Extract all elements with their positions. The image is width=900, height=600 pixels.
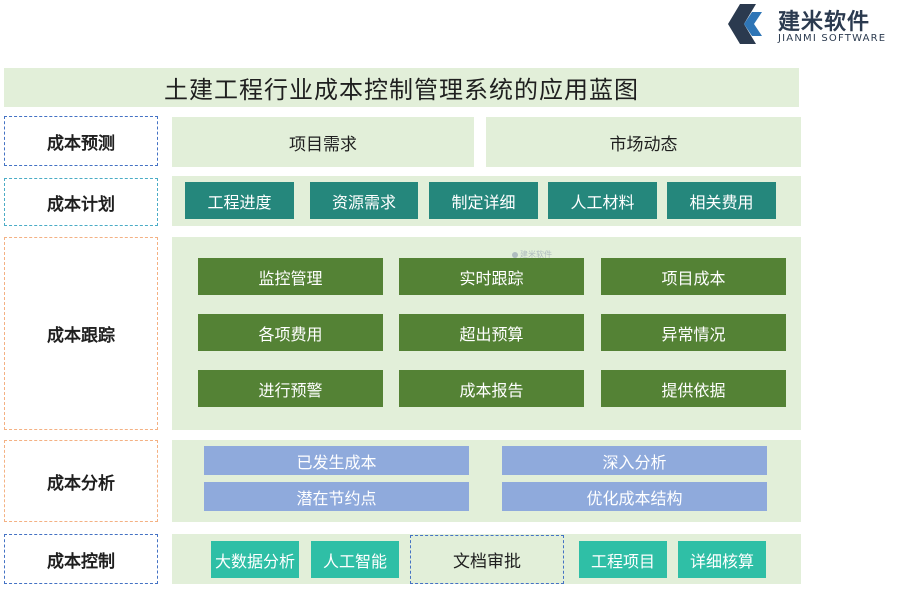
plan-panel: 工程进度 资源需求 制定详细 人工材料 相关费用 bbox=[172, 176, 801, 226]
row-label-forecast: 成本预测 bbox=[4, 116, 158, 166]
control-item: 人工智能 bbox=[311, 541, 399, 578]
tracking-item: 项目成本 bbox=[601, 258, 786, 295]
plan-item: 相关费用 bbox=[667, 182, 776, 219]
tracking-item: 异常情况 bbox=[601, 314, 786, 351]
plan-item: 工程进度 bbox=[185, 182, 294, 219]
tracking-item: 超出预算 bbox=[399, 314, 584, 351]
control-item: 大数据分析 bbox=[211, 541, 299, 578]
control-item-highlight: 文档审批 bbox=[410, 535, 564, 584]
logo-name: 建米软件 bbox=[778, 10, 871, 35]
tracking-item: 提供依据 bbox=[601, 370, 786, 407]
analysis-item: 优化成本结构 bbox=[502, 482, 767, 511]
plan-item: 人工材料 bbox=[548, 182, 657, 219]
row-label-tracking: 成本跟踪 bbox=[4, 237, 158, 430]
title-bar: 土建工程行业成本控制管理系统的应用蓝图 bbox=[4, 68, 799, 107]
analysis-item: 潜在节约点 bbox=[204, 482, 469, 511]
row-label-control: 成本控制 bbox=[4, 534, 158, 584]
logo-mark-icon bbox=[728, 4, 762, 44]
tracking-item: 进行预警 bbox=[198, 370, 383, 407]
watermark-text: 建米软件 bbox=[520, 250, 552, 259]
analysis-panel: 已发生成本 深入分析 潜在节约点 优化成本结构 bbox=[172, 440, 801, 522]
plan-item: 资源需求 bbox=[310, 182, 418, 219]
plan-item: 制定详细 bbox=[429, 182, 538, 219]
tracking-item: 成本报告 bbox=[399, 370, 584, 407]
tracking-item: 各项费用 bbox=[198, 314, 383, 351]
tracking-item: 监控管理 bbox=[198, 258, 383, 295]
control-item: 工程项目 bbox=[579, 541, 667, 578]
tracking-item: 实时跟踪 bbox=[399, 258, 584, 295]
analysis-item: 深入分析 bbox=[502, 446, 767, 475]
analysis-item: 已发生成本 bbox=[204, 446, 469, 475]
forecast-item: 项目需求 bbox=[172, 117, 474, 167]
row-label-plan: 成本计划 bbox=[4, 178, 158, 226]
watermark-logo-icon bbox=[512, 251, 518, 258]
brand-logo: 建米软件 JIANMI SOFTWARE bbox=[726, 2, 900, 46]
watermark: 建米软件 bbox=[512, 249, 552, 260]
page-title: 土建工程行业成本控制管理系统的应用蓝图 bbox=[164, 76, 639, 104]
forecast-item: 市场动态 bbox=[486, 117, 801, 167]
logo-subtitle: JIANMI SOFTWARE bbox=[778, 33, 887, 44]
control-panel: 大数据分析 人工智能 文档审批 工程项目 详细核算 bbox=[172, 534, 801, 584]
control-item: 详细核算 bbox=[678, 541, 766, 578]
row-label-analysis: 成本分析 bbox=[4, 440, 158, 522]
tracking-panel: 监控管理 实时跟踪 项目成本 各项费用 超出预算 异常情况 进行预警 成本报告 … bbox=[172, 237, 801, 430]
